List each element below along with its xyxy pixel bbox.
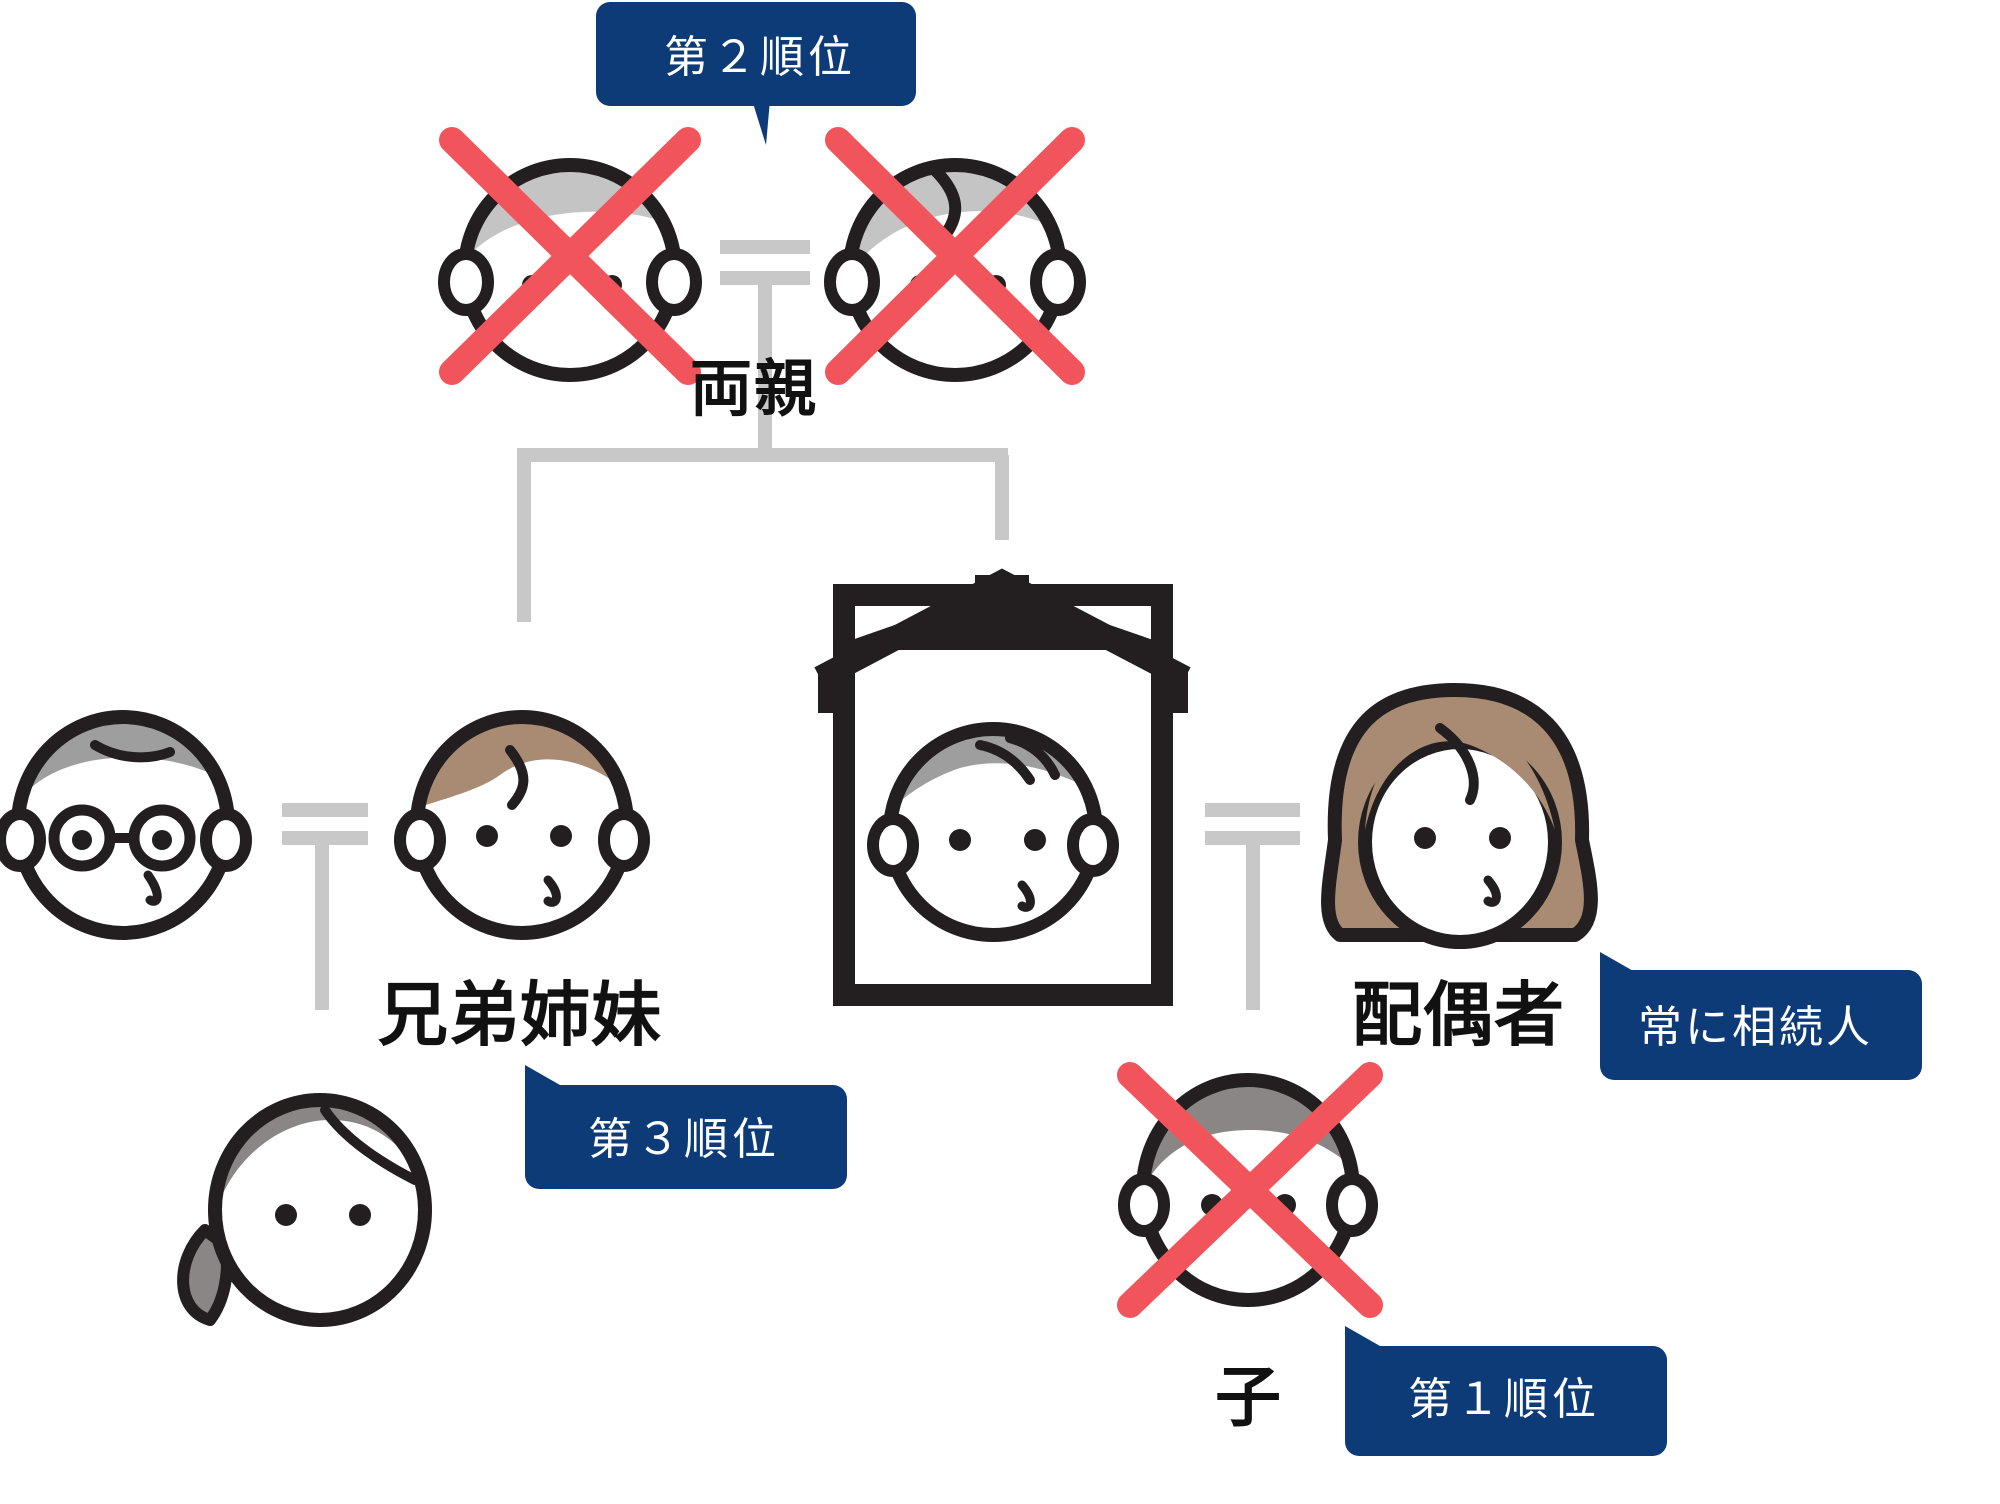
spouse-label: 配偶者 — [1352, 974, 1565, 1056]
parents-label: 両親 — [690, 352, 819, 425]
spouse-person-icon — [1321, 683, 1598, 949]
spouse-always-badge-text: 常に相続人 — [1638, 1002, 1873, 1053]
niece-person-icon — [177, 1093, 432, 1327]
deceased-person-icon — [867, 722, 1119, 942]
sibling-spouse-person-icon — [0, 710, 252, 940]
badge-second-rank — [596, 2, 916, 145]
badge-spouse-always — [1600, 952, 1922, 1080]
badge-first-rank — [1345, 1326, 1667, 1456]
badge-third-rank — [525, 1065, 847, 1189]
deceased-memorial-frame — [814, 568, 1191, 1006]
child-cross-icon — [1117, 1062, 1383, 1318]
father-cross-icon — [439, 127, 701, 385]
second-rank-badge-text: 第２順位 — [664, 32, 856, 83]
child-label: 子 — [1215, 1359, 1281, 1436]
siblings-label: 兄弟姉妹 — [378, 974, 662, 1056]
sibling-person-icon — [394, 710, 650, 940]
connector-lines — [282, 240, 1300, 1010]
first-rank-badge-text: 第１順位 — [1408, 1374, 1600, 1425]
mother-cross-icon — [825, 127, 1085, 385]
cross-marks — [439, 127, 1383, 1318]
third-rank-badge-text: 第３順位 — [588, 1114, 780, 1165]
